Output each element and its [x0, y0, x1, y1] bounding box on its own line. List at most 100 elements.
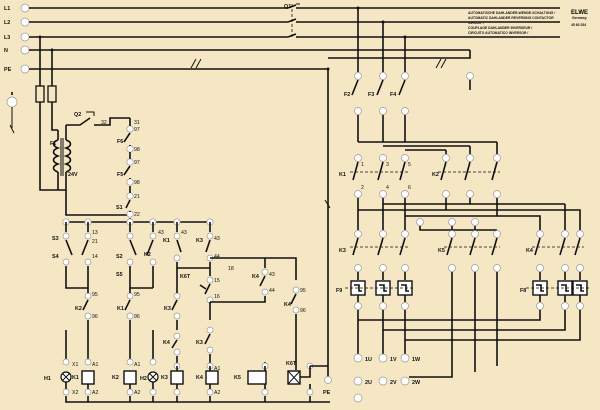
k1-n4: 4	[386, 185, 389, 191]
num-31b-lbl: 95	[134, 292, 140, 298]
k3-main-label: K3	[339, 248, 346, 254]
num-97-lbl: 31	[134, 120, 140, 126]
k2-coil-label: K2	[112, 375, 119, 381]
k1-n6: 6	[408, 185, 411, 191]
k2-main-contacts: K2	[357, 142, 581, 230]
control-fuses: F6 F5 S1 97 98 97 98 21 22	[116, 125, 140, 218]
s5-label: S5	[116, 272, 123, 278]
k2-coil	[123, 370, 137, 385]
hold-contacts: K1 K3 43 44 K6T K4	[163, 232, 297, 320]
f8-element-2	[557, 280, 573, 296]
num-98-lbl: 32	[101, 120, 107, 126]
num-31c-lbl: 95	[300, 288, 306, 294]
num-15-lbl: 15	[214, 278, 220, 284]
num-95b: 97	[134, 160, 140, 166]
bus-terminal-l2	[20, 17, 30, 27]
title-block: AUTOMATISCHE DAHLANDER-WENDE-SCHALTUNG /…	[468, 10, 588, 35]
k3-coil	[170, 370, 184, 385]
num-a1b-lbl: A1	[134, 362, 140, 368]
f9-label: F9	[336, 288, 342, 294]
brand-logo: ELWE	[571, 10, 588, 16]
num-21s1: 21	[134, 194, 140, 200]
pe-bottom-label: PE	[323, 390, 331, 396]
transformer-label: F1	[50, 141, 56, 147]
num-43: 43	[214, 236, 220, 242]
button-group-mid: S2 S5 K2 K1	[116, 232, 157, 330]
bus-terminal-pe	[20, 64, 30, 74]
num-21a: 21	[92, 239, 98, 245]
k5-coil	[247, 370, 267, 385]
num-96a: 98	[134, 147, 140, 153]
k1-hold-label: K1	[163, 238, 170, 244]
control-supply: F1 24V Q2	[9, 37, 131, 216]
a2-tag: A2	[92, 390, 98, 396]
transformer-voltage: 24V	[68, 172, 78, 178]
k4-main-label: K4	[526, 248, 533, 254]
k2-main-label: K2	[432, 172, 439, 178]
num-96b: 98	[134, 180, 140, 186]
terminal-2w: 2W	[412, 380, 421, 386]
overload-f9: F9	[336, 280, 414, 355]
num-44: 44	[214, 254, 220, 260]
k5-main-contacts: K5	[419, 226, 501, 272]
k1-main-contacts: K1 1 3 5 2 4 6	[339, 154, 411, 198]
f8-element-3	[572, 280, 588, 296]
branch-k4: K4	[284, 286, 300, 370]
k4-interlock-b: K4	[163, 340, 170, 346]
num-32b-lbl: 96	[134, 314, 140, 320]
bus-label-pe: PE	[4, 67, 12, 73]
title-line-5: CIRCUITO AUTOMATICO INVERSOR /	[468, 31, 528, 35]
motor-pe-terminal	[353, 393, 363, 403]
pe-bottom-terminal	[324, 376, 332, 384]
k6t-contact-label: K6T	[180, 274, 191, 280]
f6-label: F6	[117, 139, 123, 145]
power-fuses: F2 F3 F4	[344, 8, 497, 151]
title-line-2: AUTOMATIC DAHLANDER REVERSING CONTACTOR	[468, 16, 554, 20]
f3-label: F3	[368, 92, 374, 98]
num-14a: 14	[92, 254, 98, 260]
interlocks-k3-k5: K3 K4 K3	[163, 268, 214, 362]
title-line-3: CIRCUIT /	[468, 21, 484, 25]
k1-main-label: K1	[339, 172, 346, 178]
num-43c-lbl: 43	[269, 272, 275, 278]
num-95a: 97	[134, 127, 140, 133]
x2-tag: X2	[72, 390, 78, 396]
k3-hold-label: K3	[196, 238, 203, 244]
f4-label: F4	[390, 92, 396, 98]
bus-terminal-l3	[20, 32, 30, 42]
bus-terminal-l1	[20, 3, 30, 13]
overload-f8: F8	[358, 272, 590, 341]
num-32c-lbl: 96	[300, 308, 306, 314]
k2-interlock-a: K2	[75, 306, 82, 312]
terminal-2v: 2V	[390, 380, 397, 386]
h1-label: H1	[44, 376, 51, 382]
k4-coil-label: K4	[196, 375, 203, 381]
motor-terminals: 1U 1V 1W 2U 2V 2W	[353, 320, 498, 403]
bus-label-l3: L3	[4, 35, 10, 41]
k1-coil	[81, 370, 95, 385]
coil-row: H1 K1 K2 H2 K3 K4 K5 K6T X1 X2 A1	[44, 330, 330, 403]
k4-main-contacts: K4	[526, 230, 584, 280]
fuse-2	[47, 85, 57, 103]
num-16-lbl: 16	[214, 294, 220, 300]
num-44c-lbl: 44	[269, 288, 275, 294]
s3-label: S3	[52, 236, 59, 242]
k1-n1: 1	[361, 162, 364, 168]
terminal-1u: 1U	[365, 357, 372, 363]
main-switch-label: Q1	[284, 4, 291, 10]
num-13-lbl: 13	[92, 230, 98, 236]
k1-interlock-a: K1	[117, 306, 124, 312]
num-a2c-lbl: A2	[214, 390, 220, 396]
f8-label: F8	[520, 288, 526, 294]
a1-tag: A1	[92, 362, 98, 368]
f5-label: F5	[117, 172, 123, 178]
h2-label: H2	[140, 376, 147, 382]
button-group-left: S3 S4 21 14 K2	[52, 232, 98, 330]
num-18-lbl: 18	[228, 266, 234, 272]
num-a2b-lbl: A2	[134, 390, 140, 396]
k5-coil-label: K5	[234, 375, 241, 381]
title-line-1: AUTOMATISCHE DAHLANDER-WENDE-SCHALTUNG /	[468, 11, 555, 15]
num-31-lbl: 95	[92, 292, 98, 298]
k4-coil	[205, 370, 219, 385]
s4-label: S4	[52, 254, 59, 260]
